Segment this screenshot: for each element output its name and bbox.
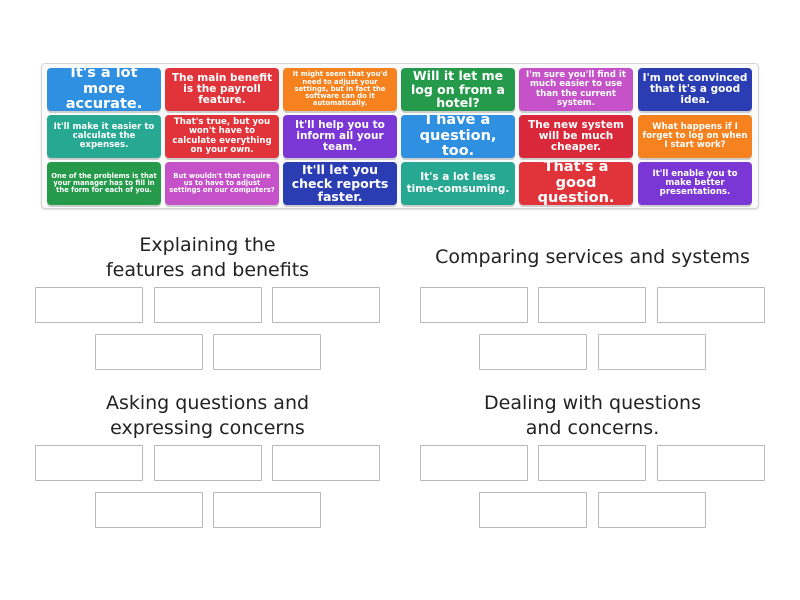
drop-slot-asking[interactable] (154, 445, 262, 481)
drop-slot-asking[interactable] (272, 445, 380, 481)
drop-slot-comparing[interactable] (479, 334, 587, 370)
category-title-asking: Asking questions and expressing concerns (105, 392, 310, 439)
answer-tile[interactable]: It might seem that you'd need to adjust … (283, 68, 397, 111)
drop-slot-dealing[interactable] (479, 492, 587, 528)
drop-slot-asking[interactable] (35, 445, 143, 481)
answer-tile[interactable]: That's a good question. (519, 162, 633, 205)
drop-slot-comparing[interactable] (657, 287, 765, 323)
answer-tile[interactable]: The new system will be much cheaper. (519, 115, 633, 158)
drop-slot-dealing[interactable] (657, 445, 765, 481)
answer-tile[interactable]: The main benefit is the payroll feature. (165, 68, 279, 111)
drop-slot-asking[interactable] (95, 492, 203, 528)
answer-tile[interactable]: What happens if I forget to log on when … (638, 115, 752, 158)
answer-tile[interactable]: I have a question, too. (401, 115, 515, 158)
answer-tile[interactable]: It'll help you to inform all your team. (283, 115, 397, 158)
drop-slot-features[interactable] (272, 287, 380, 323)
drop-slot-dealing[interactable] (538, 445, 646, 481)
answer-tile[interactable]: That's true, but you won't have to calcu… (165, 115, 279, 158)
answer-tile[interactable]: But wouldn't that require us to have to … (165, 162, 279, 205)
answer-tile[interactable]: It's a lot less time-comsuming. (401, 162, 515, 205)
drop-slot-features[interactable] (35, 287, 143, 323)
answer-tile[interactable]: I'm sure you'll find it much easier to u… (519, 68, 633, 111)
drop-slot-dealing[interactable] (420, 445, 528, 481)
drop-slot-comparing[interactable] (598, 334, 706, 370)
drop-slot-comparing[interactable] (420, 287, 528, 323)
drop-slot-comparing[interactable] (538, 287, 646, 323)
category-title-comparing: Comparing services and systems (435, 246, 750, 268)
answer-tile[interactable]: It's a lot more accurate. (47, 68, 161, 111)
drop-slot-features[interactable] (95, 334, 203, 370)
answer-tile[interactable]: It'll enable you to make better presenta… (638, 162, 752, 205)
drop-slot-dealing[interactable] (598, 492, 706, 528)
answer-tile[interactable]: It'll make it easier to calculate the ex… (47, 115, 161, 158)
answer-tile[interactable]: It'll let you check reports faster. (283, 162, 397, 205)
category-title-features: Explaining the features and benefits (105, 234, 310, 281)
answer-tile[interactable]: One of the problems is that your manager… (47, 162, 161, 205)
drop-slot-features[interactable] (154, 287, 262, 323)
category-title-dealing: Dealing with questions and concerns. (484, 392, 701, 439)
answer-tile[interactable]: I'm not convinced that it's a good idea. (638, 68, 752, 111)
answer-tiles-panel: It's a lot more accurate. The main benef… (41, 63, 759, 209)
answer-tile[interactable]: Will it let me log on from a hotel? (401, 68, 515, 111)
drop-slot-asking[interactable] (213, 492, 321, 528)
drop-slot-features[interactable] (213, 334, 321, 370)
